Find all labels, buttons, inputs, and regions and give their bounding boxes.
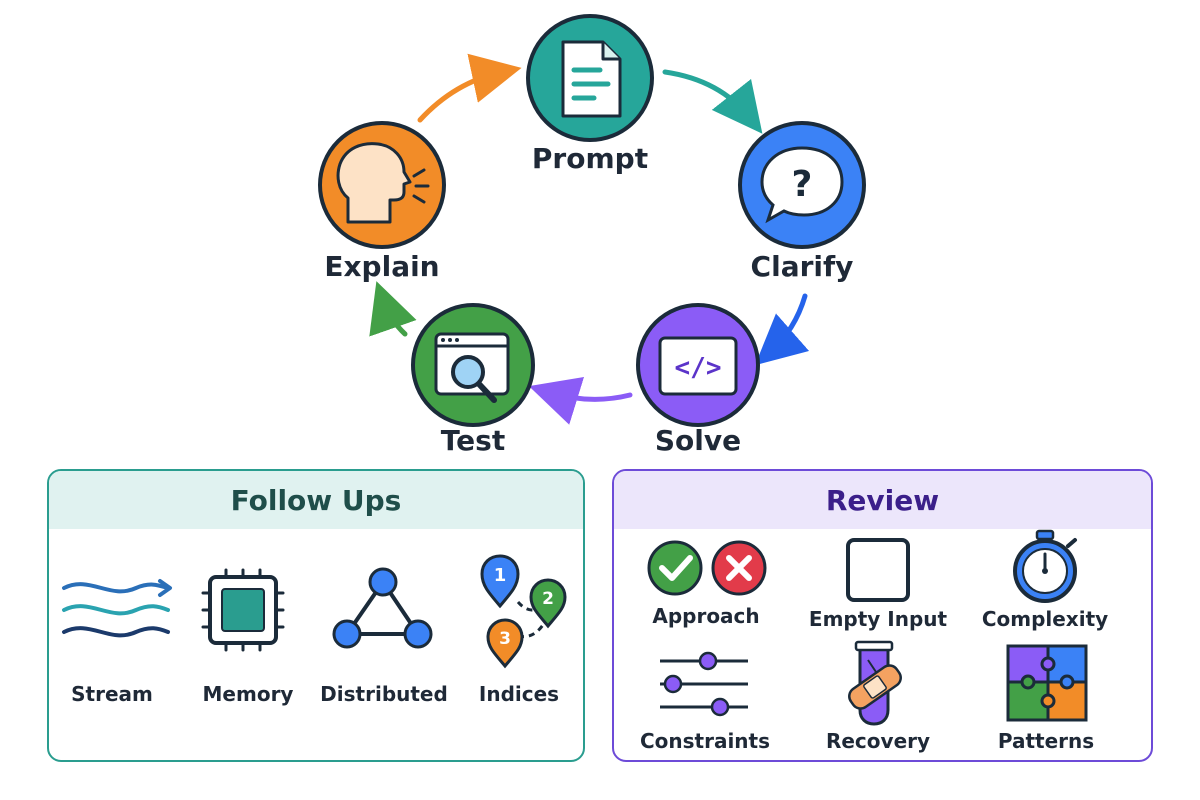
arrow-clarify-to-solve: [754, 293, 810, 366]
review-label-constraints: Constraints: [639, 729, 771, 753]
arrow-prompt-to-clarify: [662, 69, 763, 134]
svg-text:2: 2: [542, 589, 554, 609]
node-test: [411, 303, 535, 427]
follow-up-label-memory: Memory: [202, 682, 294, 706]
node-label-test: Test: [440, 424, 506, 457]
review-label-patterns: Patterns: [997, 729, 1095, 753]
chip-icon: [201, 568, 285, 652]
code-window-icon: </>: [658, 336, 738, 396]
arrow-solve-to-test: [528, 376, 633, 425]
magnifier-window-icon: [434, 332, 510, 403]
review-label-approach: Approach: [652, 604, 760, 628]
arrow-test-to-explain: [369, 281, 417, 337]
follow-up-label-stream: Stream: [71, 682, 153, 706]
review-label-recovery: Recovery: [825, 729, 931, 753]
node-label-solve: Solve: [654, 424, 742, 457]
svg-text:</>: </>: [675, 353, 722, 383]
follow-up-label-indices: Indices: [478, 682, 560, 706]
empty-square-icon: [846, 538, 910, 602]
svg-text:?: ?: [792, 164, 813, 205]
speaking-head-icon: [336, 142, 430, 224]
review-label-empty-input: Empty Input: [808, 607, 948, 631]
svg-text:3: 3: [499, 629, 511, 649]
follow-up-label-distributed: Distributed: [320, 682, 448, 706]
sliders-icon: [660, 651, 748, 717]
arrow-explain-to-prompt: [417, 53, 522, 123]
waves-arrow-icon: [62, 579, 172, 638]
stopwatch-icon: [1013, 529, 1077, 603]
review-title: Review: [614, 471, 1151, 529]
node-label-prompt: Prompt: [531, 142, 649, 175]
node-clarify: ?: [738, 121, 866, 249]
puzzle-icon: [1006, 644, 1088, 722]
svg-text:1: 1: [494, 565, 507, 586]
node-label-explain: Explain: [324, 250, 440, 283]
follow-ups-panel: Follow Ups: [47, 469, 585, 762]
review-label-complexity: Complexity: [981, 607, 1109, 631]
network-triangle-icon: [332, 567, 433, 649]
node-label-clarify: Clarify: [750, 250, 854, 283]
question-bubble-icon: ?: [760, 146, 844, 224]
node-explain: [318, 121, 446, 249]
follow-ups-title: Follow Ups: [49, 471, 583, 529]
node-prompt: [526, 14, 654, 142]
document-icon: [561, 40, 622, 118]
bandaged-tube-icon: [848, 640, 902, 726]
check-cross-icon: [647, 540, 767, 596]
node-solve: </>: [636, 303, 760, 427]
numbered-pins-icon: 1 2 3: [480, 554, 567, 669]
